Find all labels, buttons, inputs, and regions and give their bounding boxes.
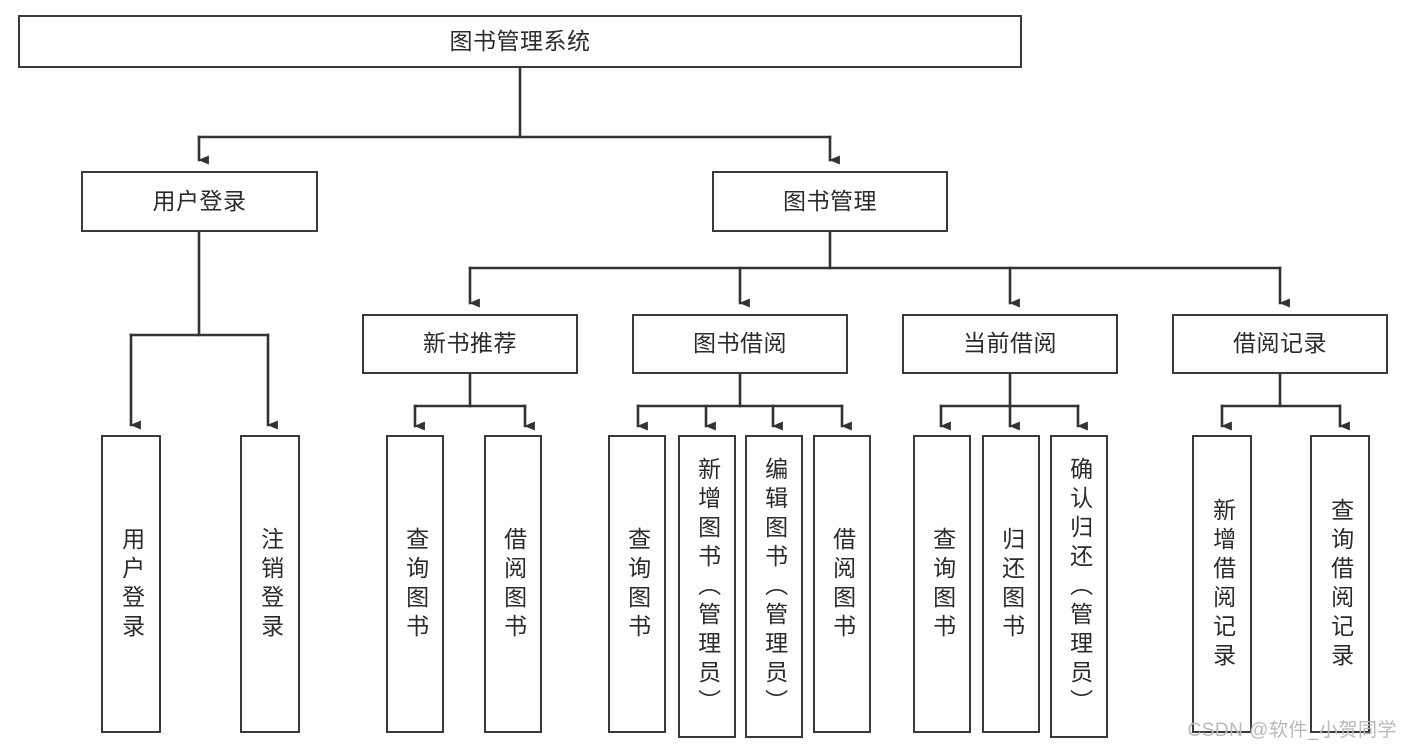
node-label: 确认归还（管理员）: [1066, 457, 1093, 718]
node-label: 查询图书: [929, 527, 956, 643]
leaf-user-login-logout[interactable]: 注销登录: [240, 435, 300, 733]
leaf-new-book-borrow-book[interactable]: 借阅图书: [484, 435, 542, 733]
leaf-book-borrow-borrow-book[interactable]: 借阅图书: [813, 435, 871, 733]
node-label: 新书推荐: [423, 330, 517, 357]
node-label: 借阅图书: [829, 527, 856, 643]
node-current-borrow[interactable]: 当前借阅: [902, 314, 1118, 374]
csdn-watermark: CSDN @软件_小贺同学: [1187, 720, 1397, 741]
leaf-current-borrow-return-book[interactable]: 归还图书: [982, 435, 1040, 733]
node-book-management[interactable]: 图书管理: [712, 171, 948, 232]
node-label: 新增图书（管理员）: [694, 457, 721, 718]
node-borrow-record[interactable]: 借阅记录: [1172, 314, 1388, 374]
leaf-book-borrow-query-book[interactable]: 查询图书: [608, 435, 666, 733]
leaf-new-book-query-book[interactable]: 查询图书: [386, 435, 444, 733]
node-label: 查询图书: [624, 527, 651, 643]
node-label: 编辑图书（管理员）: [761, 457, 788, 718]
leaf-current-borrow-query-book[interactable]: 查询图书: [913, 435, 971, 733]
node-book-borrow[interactable]: 图书借阅: [632, 314, 848, 374]
node-root-library-management-system[interactable]: 图书管理系统: [18, 15, 1022, 68]
node-label: 图书管理: [783, 187, 877, 214]
node-label: 归还图书: [998, 527, 1025, 643]
node-label: 用户登录: [118, 527, 145, 643]
node-label: 借阅图书: [500, 527, 527, 643]
node-label: 查询图书: [402, 527, 429, 643]
node-label: 图书管理系统: [449, 27, 591, 54]
node-label: 借阅记录: [1233, 330, 1327, 357]
leaf-user-login-login[interactable]: 用户登录: [101, 435, 161, 733]
node-user-login[interactable]: 用户登录: [81, 171, 318, 232]
node-label: 当前借阅: [963, 330, 1057, 357]
node-new-book-recommend[interactable]: 新书推荐: [362, 314, 578, 374]
node-label: 新增借阅记录: [1209, 498, 1236, 672]
node-label: 用户登录: [152, 187, 247, 214]
node-label: 图书借阅: [693, 330, 787, 357]
node-label: 查询借阅记录: [1327, 498, 1354, 672]
leaf-book-borrow-edit-book-admin[interactable]: 编辑图书（管理员）: [745, 435, 803, 738]
leaf-borrow-record-add-record[interactable]: 新增借阅记录: [1192, 435, 1252, 733]
leaf-borrow-record-query-record[interactable]: 查询借阅记录: [1310, 435, 1370, 733]
node-label: 注销登录: [257, 527, 284, 643]
leaf-current-borrow-confirm-return-admin[interactable]: 确认归还（管理员）: [1050, 435, 1108, 738]
leaf-book-borrow-add-book-admin[interactable]: 新增图书（管理员）: [678, 435, 736, 738]
